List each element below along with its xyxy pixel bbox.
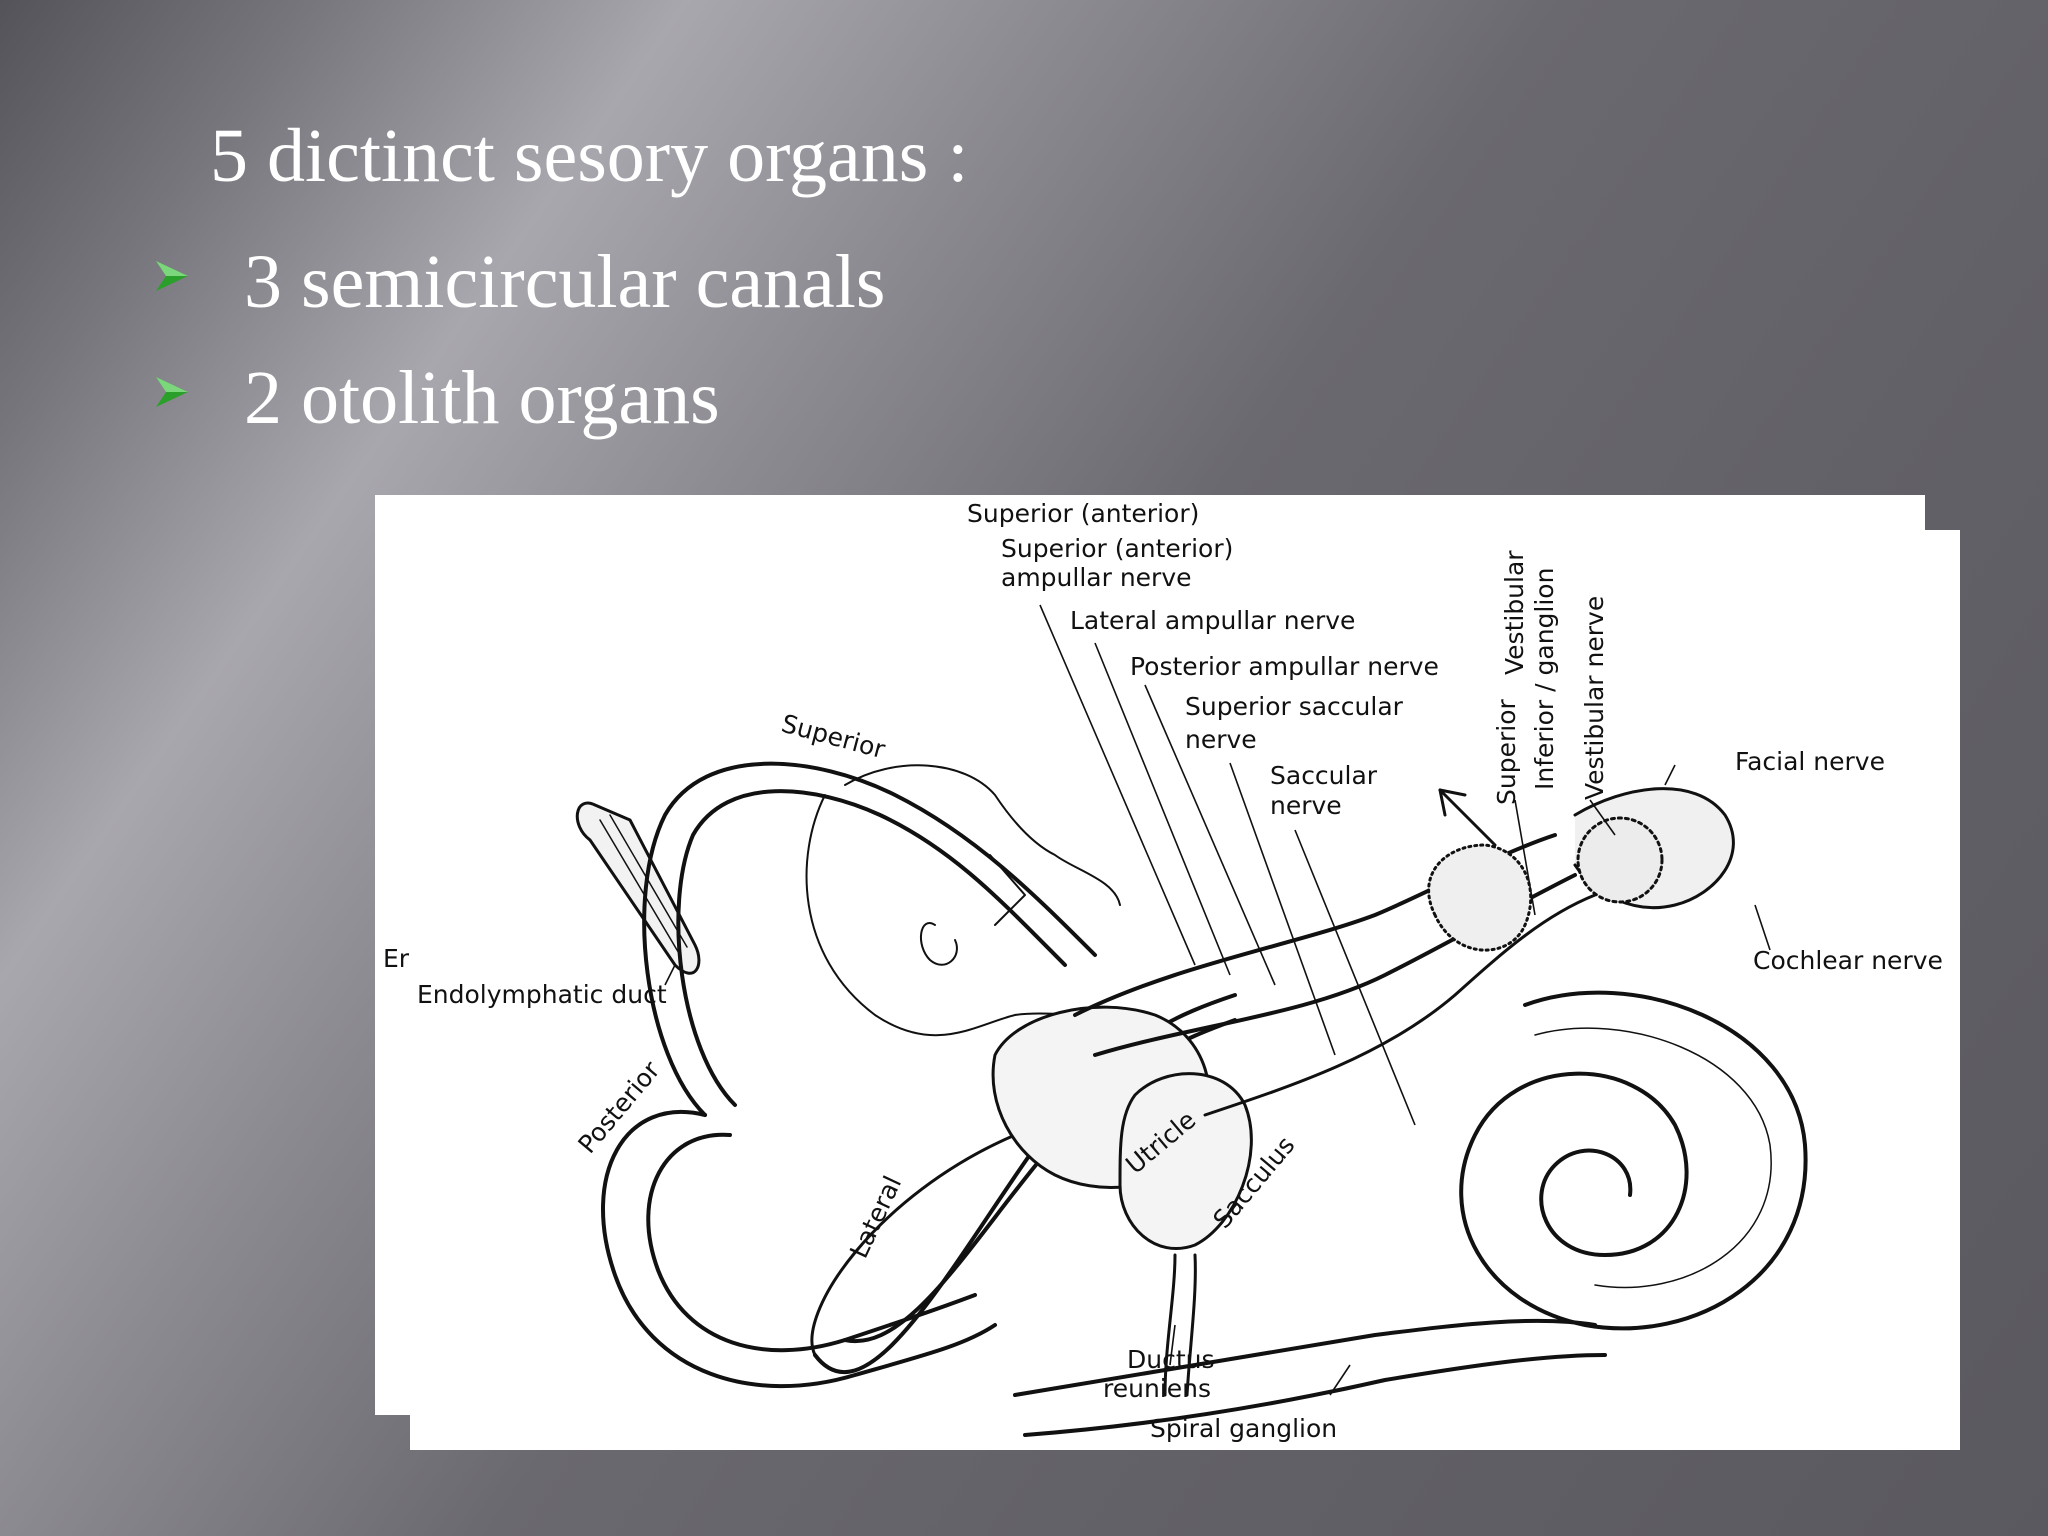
diagram-card xyxy=(375,495,1925,1415)
label-saccular-nerve: nerve xyxy=(1270,791,1342,820)
label-superior-saccular: Superior saccular xyxy=(1185,692,1404,721)
label-superior-canal: Superior xyxy=(778,709,888,765)
label-superior-saccular-nerve: nerve xyxy=(1185,725,1257,754)
label-reuniens: reuniens xyxy=(1103,1374,1211,1403)
label-superior-anterior-ampullar: Superior (anterior) xyxy=(1001,534,1233,563)
bullet-text: 3 semicircular canals xyxy=(244,240,886,324)
inner-ear-drawing xyxy=(575,761,1808,1437)
label-facial-nerve: Facial nerve xyxy=(1735,747,1885,776)
label-lateral-ampullar: Lateral ampullar nerve xyxy=(1070,606,1355,635)
label-cut-er: Er xyxy=(383,944,410,973)
label-vestibular-nerve: Vestibular nerve xyxy=(1580,596,1609,800)
label-superior-ganglion: Superior xyxy=(1492,699,1521,805)
label-lateral-canal: Lateral xyxy=(844,1171,907,1262)
green-arrowhead-icon xyxy=(156,261,188,291)
leader-lines xyxy=(664,604,1771,1396)
label-ampullar-nerve: ampullar nerve xyxy=(1001,563,1192,592)
inner-ear-diagram: Superior (anterior) Superior (anterior) … xyxy=(383,499,1943,1443)
label-posterior-ampullar: Posterior ampullar nerve xyxy=(1130,652,1439,681)
diagram-labels: Superior (anterior) Superior (anterior) … xyxy=(383,499,1943,1443)
label-endolymphatic-duct: Endolymphatic duct xyxy=(417,980,667,1009)
label-ductus: Ductus xyxy=(1127,1345,1215,1374)
green-arrowhead-icon xyxy=(156,377,188,407)
bullet-text: 2 otolith organs xyxy=(244,356,720,440)
label-vestibular: Vestibular xyxy=(1500,550,1529,675)
label-superior-anterior: Superior (anterior) xyxy=(967,499,1199,528)
slide-title: 5 dictinct sesory organs : xyxy=(210,114,969,198)
label-saccular: Saccular xyxy=(1270,761,1378,790)
label-spiral-ganglion: Spiral ganglion xyxy=(1150,1414,1337,1443)
label-cochlear-nerve: Cochlear nerve xyxy=(1753,946,1943,975)
label-inferior-ganglion: Inferior / ganglion xyxy=(1530,568,1559,790)
